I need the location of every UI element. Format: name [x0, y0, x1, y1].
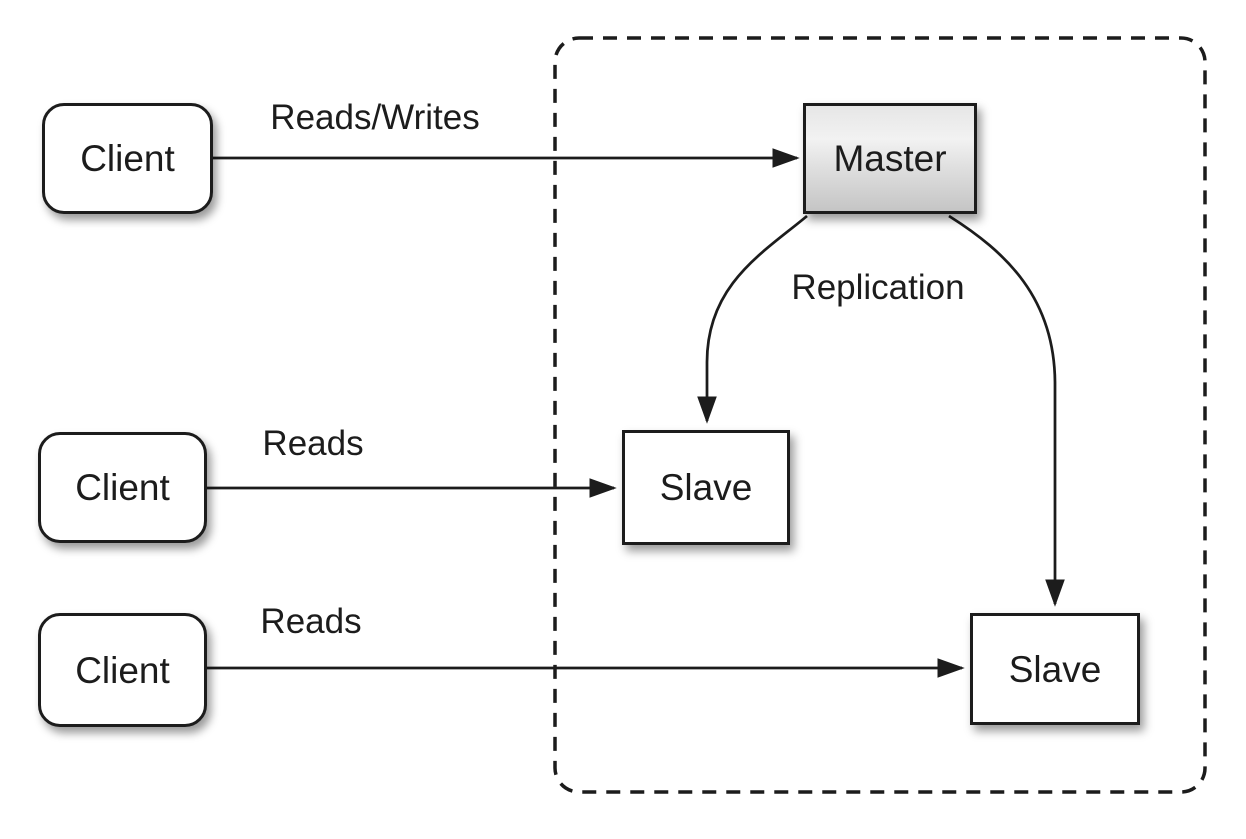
- replication-boundary-dashed-box: [553, 36, 1207, 794]
- node-master-label: Master: [833, 138, 947, 179]
- node-client-top: Client: [42, 103, 213, 214]
- edge-label-reads-bottom: Reads: [260, 602, 362, 641]
- node-slave-2-label: Slave: [1008, 648, 1102, 690]
- edge-label-reads-writes: Reads/Writes: [270, 98, 480, 137]
- node-slave-2: Slave: [970, 613, 1140, 725]
- node-slave-1: Slave: [622, 430, 790, 545]
- edge-label-replication: Replication: [791, 268, 965, 307]
- node-client-bottom: Client: [38, 613, 207, 727]
- node-master: Master: [803, 103, 977, 214]
- node-client-middle: Client: [38, 432, 207, 543]
- node-client-bottom-label: Client: [75, 649, 170, 691]
- edge-master-to-slave-1: [697, 214, 808, 424]
- node-client-top-label: Client: [80, 138, 175, 179]
- node-client-middle-label: Client: [75, 467, 170, 508]
- node-slave-1-label: Slave: [659, 467, 753, 508]
- edge-label-reads-middle: Reads: [262, 424, 364, 463]
- edge-master-to-slave-2: [948, 214, 1065, 607]
